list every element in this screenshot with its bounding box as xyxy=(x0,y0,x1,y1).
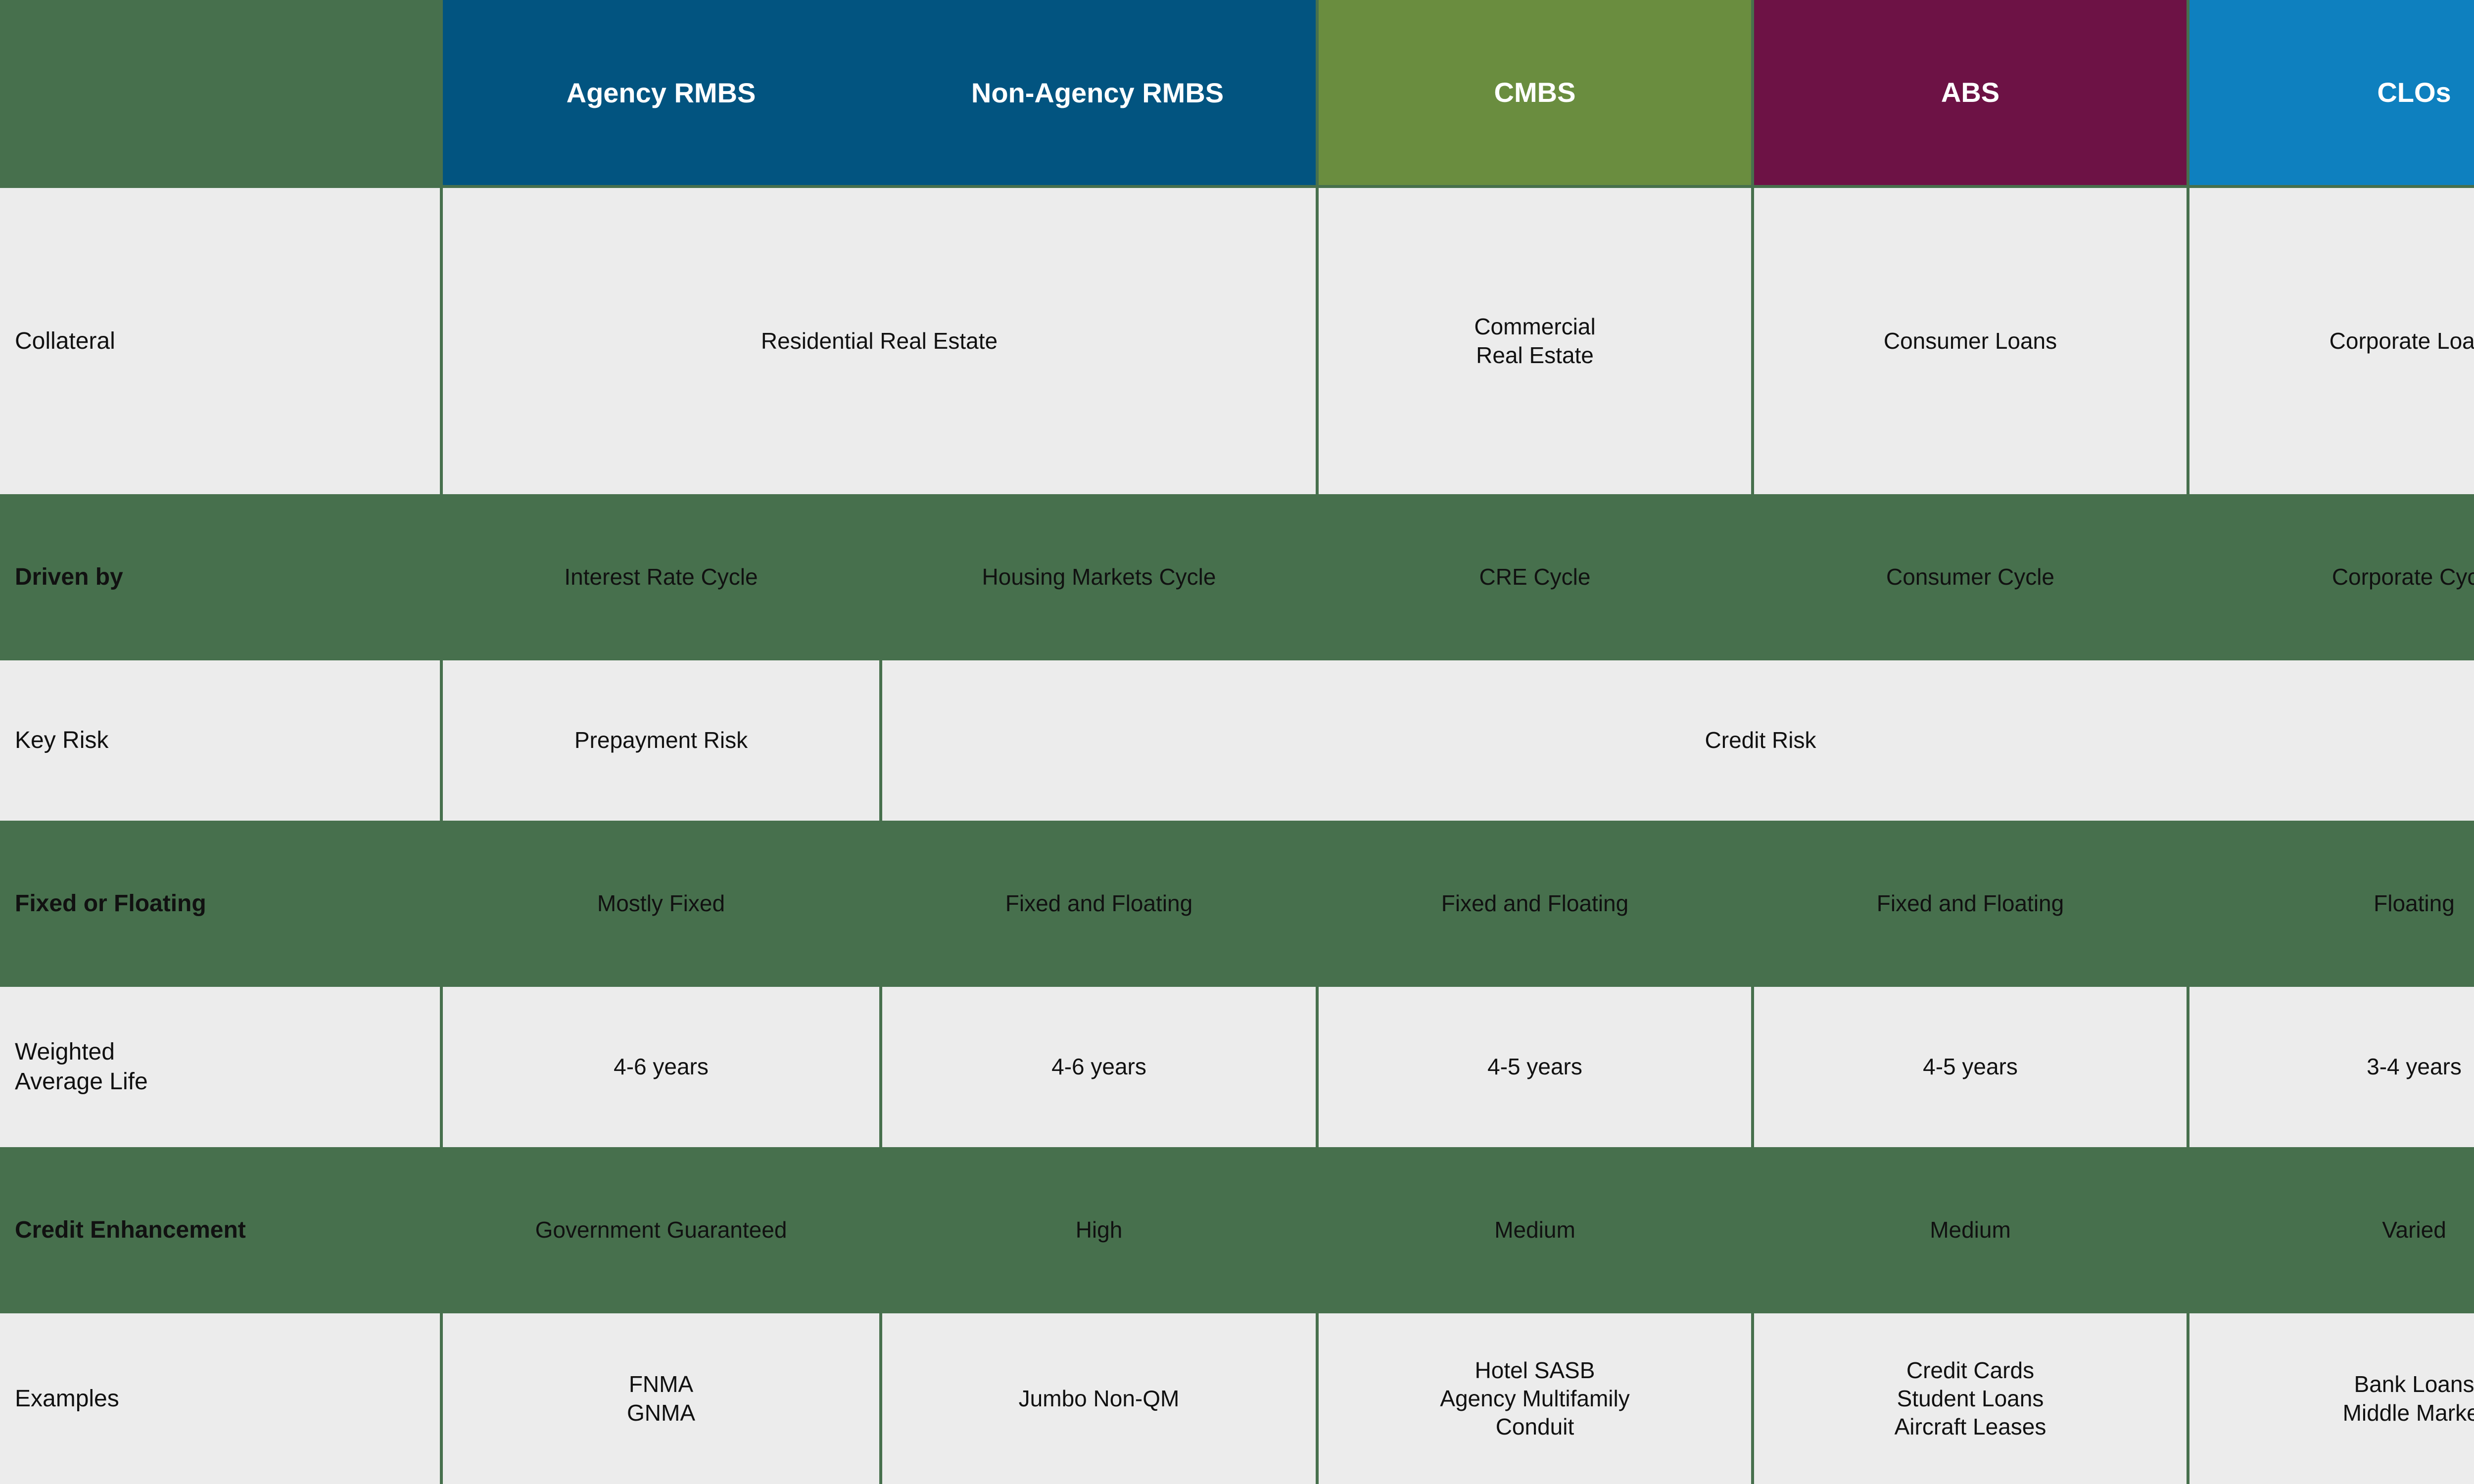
table-cell-r1-c3: Consumer Cycle xyxy=(1754,497,2189,660)
column-header-group-rmbs: Agency RMBS Non-Agency RMBS xyxy=(443,0,1319,188)
table-cell-r4-c0: 4-6 years xyxy=(443,987,882,1150)
row-label-4: Weighted Average Life xyxy=(0,987,443,1150)
table-cell-r6-c0: FNMA GNMA xyxy=(443,1313,882,1484)
row-label-3: Fixed or Floating xyxy=(0,824,443,987)
table-cell-r4-c4: 3-4 years xyxy=(2189,987,2474,1150)
table-cell-r4-c3: 4-5 years xyxy=(1754,987,2189,1150)
table-cell-r5-c4: Varied xyxy=(2189,1150,2474,1313)
table-cell-r6-c1: Jumbo Non-QM xyxy=(882,1313,1319,1484)
table-cell-r4-c2: 4-5 years xyxy=(1319,987,1754,1150)
column-header-abs: ABS xyxy=(1754,0,2189,188)
table-cell-r1-c4: Corporate Cycle xyxy=(2189,497,2474,660)
table-cell-r0-c1: Commercial Real Estate xyxy=(1319,188,1754,497)
row-label-5: Credit Enhancement xyxy=(0,1150,443,1313)
table-cell-r5-c2: Medium xyxy=(1319,1150,1754,1313)
table-cell-r1-c1: Housing Markets Cycle xyxy=(882,497,1319,660)
table-cell-r2-c1: Credit Risk xyxy=(882,660,2474,824)
table-cell-r0-c3: Corporate Loans xyxy=(2189,188,2474,497)
row-label-0: Collateral xyxy=(0,188,443,497)
row-label-6: Examples xyxy=(0,1313,443,1484)
table-cell-r5-c3: Medium xyxy=(1754,1150,2189,1313)
table-cell-r0-c2: Consumer Loans xyxy=(1754,188,2189,497)
table-cell-r2-c0: Prepayment Risk xyxy=(443,660,882,824)
column-header-clos: CLOs xyxy=(2189,0,2474,188)
table-cell-r3-c3: Fixed and Floating xyxy=(1754,824,2189,987)
table-cell-r3-c2: Fixed and Floating xyxy=(1319,824,1754,987)
table-cell-r1-c2: CRE Cycle xyxy=(1319,497,1754,660)
table-cell-r3-c1: Fixed and Floating xyxy=(882,824,1319,987)
table-cell-r5-c1: High xyxy=(882,1150,1319,1313)
column-header-non_agency_rmbs: Non-Agency RMBS xyxy=(971,77,1224,108)
table-cell-r0-c0: Residential Real Estate xyxy=(443,188,1319,497)
table-cell-r5-c0: Government Guaranteed xyxy=(443,1150,882,1313)
table-cell-r3-c0: Mostly Fixed xyxy=(443,824,882,987)
row-label-1: Driven by xyxy=(0,497,443,660)
table-corner-cell xyxy=(0,0,443,188)
table-cell-r1-c0: Interest Rate Cycle xyxy=(443,497,882,660)
table-cell-r6-c4: Bank Loans Middle Market xyxy=(2189,1313,2474,1484)
row-label-2: Key Risk xyxy=(0,660,443,824)
column-header-cmbs: CMBS xyxy=(1319,0,1754,188)
table-cell-r4-c1: 4-6 years xyxy=(882,987,1319,1150)
table-cell-r3-c4: Floating xyxy=(2189,824,2474,987)
column-header-agency_rmbs: Agency RMBS xyxy=(566,77,756,108)
table-cell-r6-c3: Credit Cards Student Loans Aircraft Leas… xyxy=(1754,1313,2189,1484)
table-cell-r6-c2: Hotel SASB Agency Multifamily Conduit xyxy=(1319,1313,1754,1484)
